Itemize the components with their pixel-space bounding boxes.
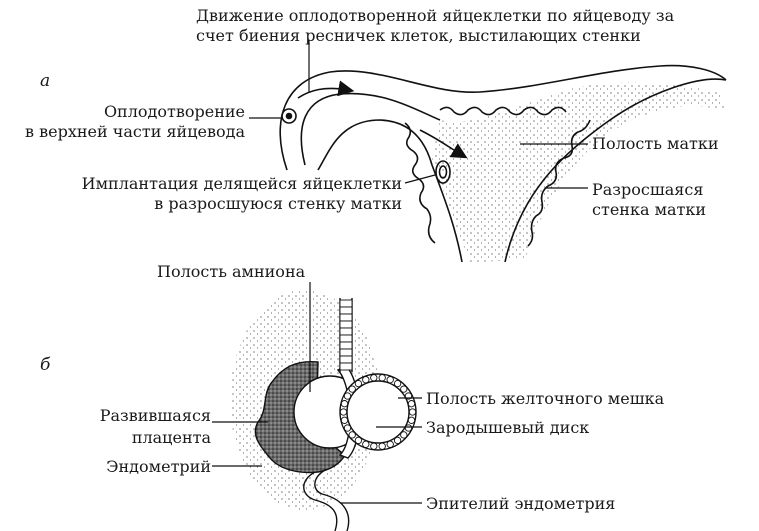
fertilization-label-1: Оплодотворение [103,102,245,121]
implantation-label-2: в разросшуюся стенку матки [154,194,402,213]
placenta-label-2: плацента [131,428,211,447]
uterus-top-wavy [439,106,567,116]
fertilization-label-2: в верхней части яйцевода [25,122,245,141]
movement-arrow-1 [297,80,355,99]
yolk-cell [400,385,408,393]
yolk-cell [340,416,349,424]
yolk-cell [407,416,416,424]
yolk-cell [386,440,394,448]
implantation-label-1: Имплантация делящейся яйцеклетки [81,174,402,193]
yolk-cell [362,376,370,384]
placenta-label-1: Развившаяся [99,406,211,425]
yolk-cell [378,374,386,382]
epithelium-cell [339,334,353,343]
yolk-cell [370,442,378,450]
embryo-drawing [230,290,417,531]
epithelium-cell [339,362,353,371]
uterus-left-wall [317,119,463,263]
yolk-cell [348,431,356,439]
yolk-cell [348,385,356,393]
yolk-cell [354,436,363,445]
part-b-letter: б [40,355,51,375]
caption-line-2: счет биения ресничек клеток, выстилающих… [196,26,641,45]
uterus-drawing [279,64,727,263]
yolk-cell [407,400,416,408]
yolk-cell [393,436,402,445]
yolk-cell [404,424,413,432]
oviduct-outer [279,64,727,171]
yolk-cell [340,400,349,408]
yolk-cell [343,392,352,400]
yolk-cell [343,424,352,432]
yolk-cell [408,408,417,416]
uterus-left-wavy [404,122,436,244]
yolk-sac-cells [339,374,417,450]
epithelium-cell [339,341,353,350]
epithelium-label: Эпителий эндометрия [426,494,616,513]
epithelium-cell [339,327,353,336]
amnion-cavity-label: Полость амниона [157,262,306,281]
yolk-cell [354,379,363,388]
epithelium-cell [339,320,353,329]
movement-arrow-2 [419,129,468,159]
epithelium-bottom [303,469,350,531]
uterus-right-wall [504,78,727,263]
uterus-right-wavy [527,119,591,247]
epithelium-cells [339,299,353,371]
yolk-cell [400,431,408,439]
epithelium-cell [339,348,353,357]
uterus-wall-label-2: стенка матки [592,200,707,219]
epithelium-cell [339,306,353,315]
yolk-cell [386,376,394,384]
caption-line-1: Движение оплодотворенной яйцеклетки по я… [196,6,675,25]
uterus-wall-label-1: Разросшаяся [592,180,704,199]
oviduct-inner [300,92,441,166]
yolk-cell [393,379,402,388]
epithelium-cell [339,355,353,364]
embryonic-disc-label: Зародышевый диск [426,418,590,437]
leader-lines-b [212,282,422,504]
yolk-cell [370,374,378,382]
epithelium-cell [339,313,353,322]
endometrium-label: Эндометрий [106,457,211,476]
implanted-egg [435,160,451,184]
part-a-letter: а [40,71,51,91]
yolk-sac-label: Полость желточного мешка [426,389,665,408]
leader-lines-a [249,40,588,189]
uterus-cavity-label: Полость матки [592,134,719,153]
uterus-cavity-shape [432,82,725,262]
yolk-cell [339,408,348,416]
epithelium-cell [339,299,353,308]
fertilized-egg [281,108,297,124]
yolk-cell [362,440,370,448]
yolk-cell [378,442,386,450]
